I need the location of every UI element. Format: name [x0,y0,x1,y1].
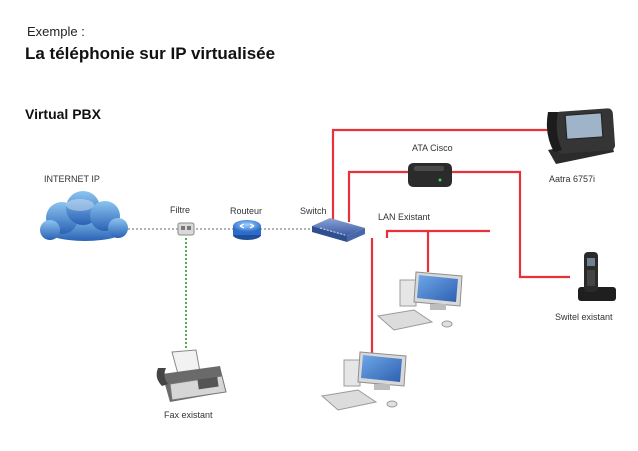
switch-icon [312,218,365,242]
ata-label: ATA Cisco [412,143,453,153]
dect-phone-label: Switel existant [555,312,613,322]
ata-icon [408,163,452,187]
router-label: Routeur [230,206,263,216]
page-title: La téléphonie sur IP virtualisée [25,44,276,63]
dect-phone-icon [578,252,616,301]
fax-icon [156,349,227,402]
filter-icon [177,222,195,236]
section-title: Virtual PBX [25,106,101,122]
cloud-icon [40,191,128,241]
ip-phone-label: Aatra 6757i [549,174,596,184]
computer-icon [376,271,463,331]
router-icon [233,220,261,240]
red-links [331,128,570,370]
switch-label: Switch [300,206,327,216]
internet-label: INTERNET IP [44,174,100,184]
ip-phone-icon [546,108,616,164]
subtitle: Exemple : [27,24,85,39]
filter-label: Filtre [170,205,190,215]
computer-icon [320,351,407,411]
lan-label: LAN Existant [378,212,431,222]
fax-label: Fax existant [164,410,213,420]
